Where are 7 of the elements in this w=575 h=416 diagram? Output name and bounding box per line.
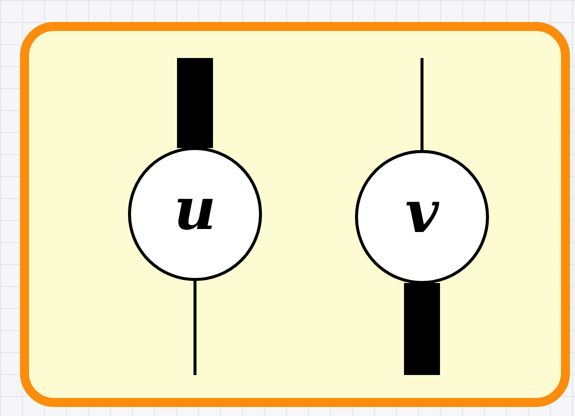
panel-background	[20, 22, 570, 407]
node-label: v	[405, 183, 439, 241]
leg-line	[194, 280, 196, 375]
thick-leg-line	[177, 58, 213, 148]
leg-line	[420, 58, 424, 151]
thick-leg-line	[404, 283, 440, 375]
node-label: u	[174, 180, 216, 238]
